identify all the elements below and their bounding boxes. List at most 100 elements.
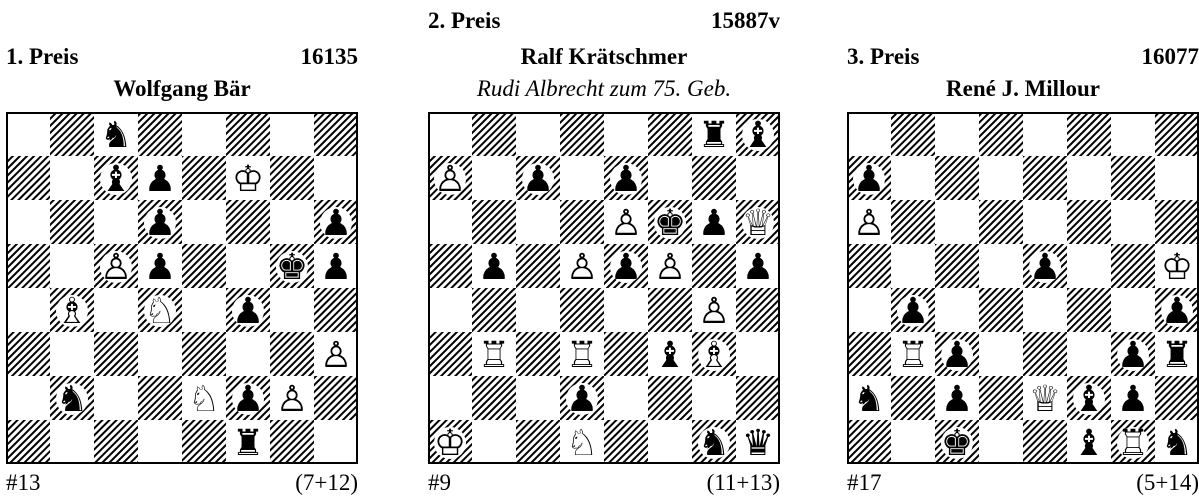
white-queen-icon: ♕ (1029, 379, 1061, 420)
board-square (979, 244, 1023, 288)
board-svg: ♜♝♙♟♟♙♚♟♕♟♙♟♙♟♙♖♖♝♗♟♔♘♞♛ (428, 112, 780, 464)
black-knight-icon: ♞ (56, 379, 88, 420)
prize-rank: 3. Preis (847, 44, 919, 70)
board-square (847, 112, 891, 156)
board-square (736, 288, 780, 332)
black-pawn-icon: ♟ (478, 247, 510, 288)
board-square (1023, 156, 1067, 200)
board-square (50, 332, 94, 376)
white-pawn-icon: ♙ (276, 379, 308, 420)
black-bishop-icon: ♝ (654, 335, 686, 376)
board-square (979, 112, 1023, 156)
board-square (6, 332, 50, 376)
board-square (604, 288, 648, 332)
board-square (138, 376, 182, 420)
board-square (891, 376, 935, 420)
problem-1: 1. Preis 16135 Wolfgang Bär ♞♝♟♔♟♟♙♟♚♟♗♘… (6, 0, 358, 497)
board-square (1067, 200, 1111, 244)
black-bishop-icon: ♝ (100, 159, 132, 200)
black-pawn-icon: ♟ (144, 203, 176, 244)
board-square (226, 200, 270, 244)
board-square (516, 244, 560, 288)
board-square (270, 332, 314, 376)
black-pawn-icon: ♟ (1117, 379, 1149, 420)
board-square (314, 376, 358, 420)
board-square (1155, 112, 1199, 156)
board-square (50, 112, 94, 156)
piece-count: (7+12) (295, 470, 358, 496)
dedication: Rudi Albrecht zum 75. Geb. (428, 76, 780, 102)
board-square (6, 156, 50, 200)
board-square (604, 420, 648, 464)
black-pawn-icon: ♟ (610, 159, 642, 200)
board-square (138, 420, 182, 464)
black-bishop-icon: ♝ (1073, 423, 1105, 464)
board-square (1023, 200, 1067, 244)
board-square (270, 156, 314, 200)
board-square (94, 200, 138, 244)
board-square (516, 288, 560, 332)
board-square (50, 200, 94, 244)
board-square (979, 156, 1023, 200)
board-square (1023, 332, 1067, 376)
black-rook-icon: ♜ (232, 423, 264, 464)
board-square (472, 200, 516, 244)
white-knight-icon: ♘ (144, 291, 176, 332)
board-square (1067, 332, 1111, 376)
black-pawn-icon: ♟ (1161, 291, 1193, 332)
board-square (472, 112, 516, 156)
board-square (891, 244, 935, 288)
white-knight-icon: ♘ (188, 379, 220, 420)
board-square (314, 420, 358, 464)
black-pawn-icon: ♟ (941, 335, 973, 376)
chess-board: ♟♙♟♔♟♟♖♟♟♜♞♟♕♝♟♚♝♖♞ (847, 112, 1199, 464)
author-name: Ralf Krätschmer (428, 44, 780, 70)
board-square (1111, 112, 1155, 156)
board-svg: ♟♙♟♔♟♟♖♟♟♜♞♟♕♝♟♚♝♖♞ (847, 112, 1199, 464)
black-pawn-icon: ♟ (232, 379, 264, 420)
board-square (314, 112, 358, 156)
black-rook-icon: ♜ (1161, 335, 1193, 376)
black-pawn-icon: ♟ (853, 159, 885, 200)
board-square (50, 156, 94, 200)
board-square (847, 332, 891, 376)
board-square (560, 112, 604, 156)
board-square (1155, 376, 1199, 420)
board-square (1023, 288, 1067, 332)
author-name: René J. Millour (847, 76, 1199, 102)
problem-2: 2. Preis 15887v Ralf Krätschmer Rudi Alb… (428, 0, 780, 497)
board-square (428, 332, 472, 376)
board-square (138, 332, 182, 376)
board-square (182, 332, 226, 376)
board-square (935, 200, 979, 244)
board-square (270, 420, 314, 464)
black-pawn-icon: ♟ (144, 247, 176, 288)
board-square (182, 156, 226, 200)
board-square (226, 244, 270, 288)
board-square (648, 420, 692, 464)
board-square (604, 376, 648, 420)
board-square (1155, 200, 1199, 244)
board-square (182, 420, 226, 464)
board-square (648, 288, 692, 332)
board-square (560, 200, 604, 244)
black-pawn-icon: ♟ (742, 247, 774, 288)
problem-number: 16077 (1142, 44, 1199, 70)
black-pawn-icon: ♟ (522, 159, 554, 200)
black-pawn-icon: ♟ (698, 203, 730, 244)
black-bishop-icon: ♝ (1073, 379, 1105, 420)
black-knight-icon: ♞ (853, 379, 885, 420)
board-square (1111, 288, 1155, 332)
black-king-icon: ♚ (654, 203, 686, 244)
board-square (1155, 156, 1199, 200)
problem-3: 3. Preis 16077 René J. Millour ♟♙♟♔♟♟♖♟♟… (847, 0, 1199, 497)
board-square (935, 112, 979, 156)
board-square (1111, 200, 1155, 244)
white-king-icon: ♔ (434, 423, 466, 464)
board-square (736, 376, 780, 420)
board-square (50, 420, 94, 464)
board-square (226, 112, 270, 156)
black-pawn-icon: ♟ (320, 203, 352, 244)
board-square (692, 156, 736, 200)
board-square (891, 112, 935, 156)
